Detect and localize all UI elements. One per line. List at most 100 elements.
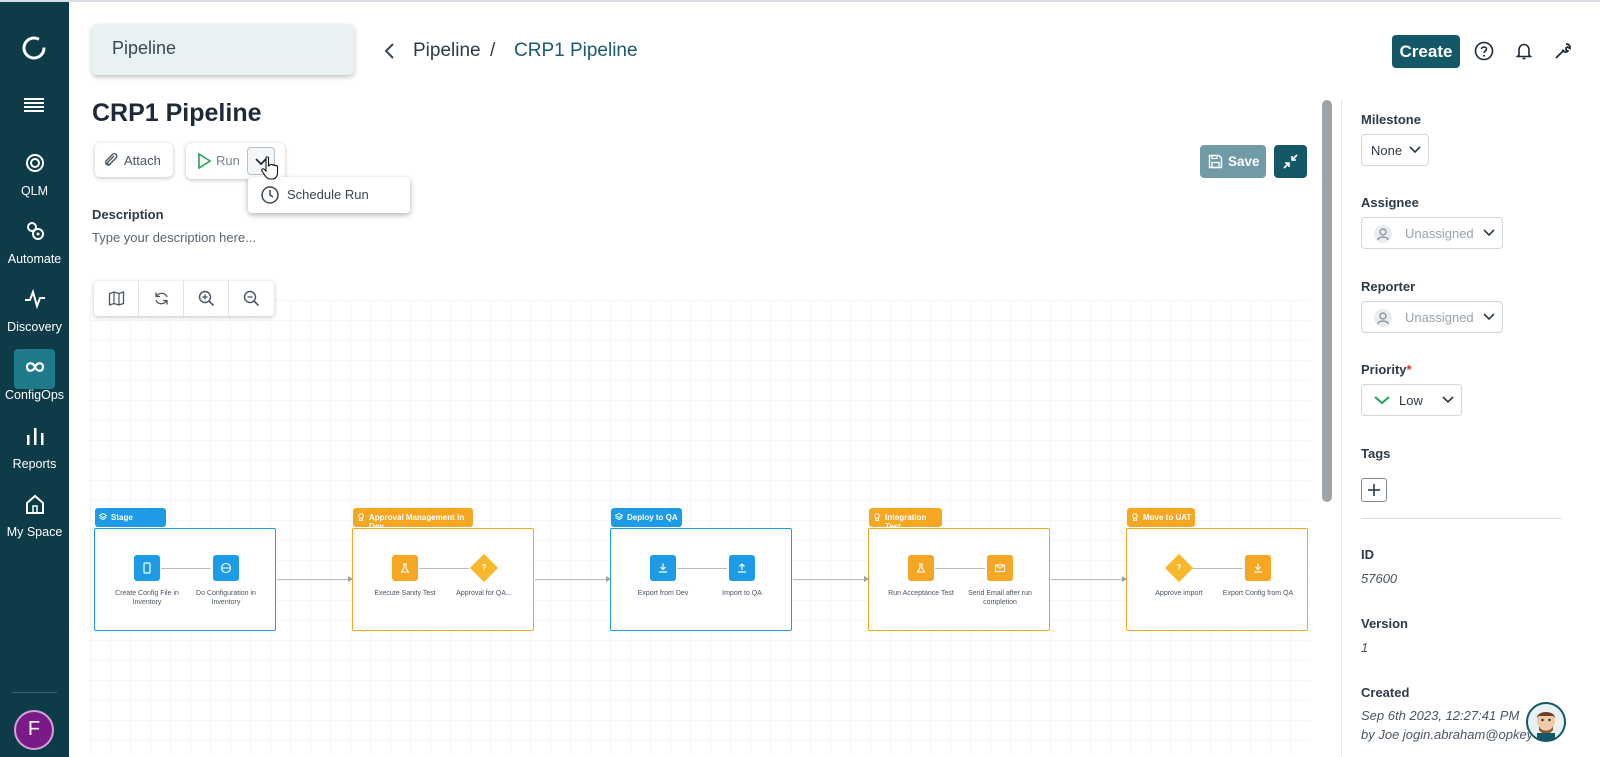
assistant-bot-avatar[interactable]: [1526, 702, 1566, 742]
task-node[interactable]: [213, 555, 239, 581]
save-button[interactable]: Save: [1200, 145, 1266, 178]
breadcrumb-pipeline-link[interactable]: Pipeline: [413, 40, 481, 61]
layers-icon: [99, 513, 107, 521]
milestone-select[interactable]: None: [1361, 134, 1429, 166]
node-connector: [419, 568, 469, 569]
sidebar-item-reports[interactable]: Reports: [0, 425, 69, 489]
stage-tag[interactable]: Move to UAT: [1127, 508, 1195, 527]
map-icon: [108, 291, 125, 306]
person-icon: [1374, 309, 1392, 327]
task-node[interactable]: [1245, 555, 1271, 581]
test-tube-icon: [916, 563, 926, 573]
priority-label: Priority*: [1361, 362, 1412, 377]
minimap-button[interactable]: [94, 281, 139, 316]
back-chevron-icon[interactable]: [383, 41, 397, 61]
plus-icon: [1368, 484, 1380, 496]
award-icon: [358, 513, 364, 521]
minimize-arrows-icon: [1283, 154, 1298, 169]
zoom-out-icon: [243, 290, 260, 307]
sidebar-item-configops[interactable]: ConfigOps: [0, 349, 69, 420]
node-label: Approval for QA...: [456, 590, 512, 597]
canvas-toolbar: [94, 281, 274, 316]
priority-select[interactable]: Low: [1361, 384, 1462, 416]
test-tube-icon: [400, 563, 410, 573]
sidebar-item-automate[interactable]: Automate: [0, 220, 69, 284]
phone-icon: [143, 562, 151, 574]
milestone-value: None: [1371, 143, 1403, 158]
wrench-icon[interactable]: [1553, 41, 1573, 61]
task-node[interactable]: [392, 555, 418, 581]
description-input[interactable]: Type your description here...: [92, 230, 257, 245]
add-tag-button[interactable]: [1361, 478, 1387, 502]
node-label: Export Config from QA: [1222, 590, 1294, 597]
create-button[interactable]: Create: [1392, 35, 1460, 68]
mail-icon: [994, 564, 1006, 573]
sidebar-item-my-space[interactable]: My Space: [0, 493, 69, 557]
reporter-select[interactable]: Unassigned: [1361, 301, 1503, 333]
stage-card[interactable]: Run Acceptance Test Send Email after run…: [868, 528, 1050, 631]
sidebar-item-label: My Space: [6, 525, 63, 539]
bar-chart-icon: [27, 428, 44, 445]
attach-button[interactable]: Attach: [95, 143, 173, 177]
refresh-icon: [155, 292, 168, 305]
task-node[interactable]: [908, 555, 934, 581]
pipeline-canvas[interactable]: [90, 300, 1310, 755]
reporter-label: Reporter: [1361, 279, 1416, 294]
zoom-out-button[interactable]: [229, 281, 274, 316]
download-icon: [1254, 563, 1262, 573]
sidebar-divider: [12, 692, 57, 693]
question-icon: ?: [1176, 563, 1182, 572]
user-avatar[interactable]: F: [14, 710, 54, 750]
id-value: 57600: [1361, 571, 1398, 586]
created-date: Sep 6th 2023, 12:27:41 PM: [1361, 708, 1520, 723]
connector-arrow: [348, 576, 353, 582]
collapse-panel-button[interactable]: [1274, 145, 1307, 178]
sidebar-item-qlm[interactable]: QLM: [0, 152, 69, 216]
stage-card[interactable]: Create Config File in Inventory Do Confi…: [94, 528, 276, 631]
stage-tag[interactable]: Approval Management in Dev: [353, 508, 473, 531]
person-icon: [1374, 225, 1392, 243]
stage-name: Stage: [111, 513, 133, 522]
help-icon[interactable]: [1474, 41, 1494, 61]
canvas-scrollbar[interactable]: [1322, 100, 1332, 502]
task-node[interactable]: [134, 555, 160, 581]
node-label: Approve import: [1155, 590, 1203, 597]
stage-tag[interactable]: Deploy to QA: [611, 508, 682, 527]
stage-name: Deploy to QA: [627, 513, 678, 522]
opkey-logo-icon[interactable]: [20, 34, 48, 62]
bell-icon[interactable]: [1514, 41, 1534, 61]
zoom-in-icon: [198, 290, 215, 307]
assignee-select[interactable]: Unassigned: [1361, 217, 1503, 249]
node-label: Run Acceptance Test: [888, 590, 954, 597]
stage-card[interactable]: Export from Dev Import to QA: [610, 528, 792, 631]
connector-arrow: [864, 576, 869, 582]
node-label: Export from Dev: [637, 590, 689, 597]
pipeline-search-field[interactable]: Pipeline: [92, 24, 354, 75]
upload-icon: [738, 563, 746, 573]
connector-arrow: [1122, 576, 1127, 582]
task-node[interactable]: [729, 555, 755, 581]
zoom-in-button[interactable]: [184, 281, 229, 316]
node-label: Send Email after run completion: [968, 590, 1032, 606]
chevron-down-icon: [1483, 313, 1495, 321]
question-icon: ?: [481, 563, 487, 572]
run-options-dropdown-toggle[interactable]: [247, 147, 275, 175]
sidebar-item-discovery[interactable]: Discovery: [0, 288, 69, 352]
run-options-menu: Schedule Run: [248, 177, 410, 213]
refresh-layout-button[interactable]: [139, 281, 184, 316]
low-priority-chevron-icon: [1374, 396, 1390, 405]
version-value: 1: [1361, 640, 1369, 655]
home-icon: [26, 494, 44, 514]
menu-icon[interactable]: [24, 97, 44, 113]
target-icon: [26, 154, 44, 172]
stage-tag[interactable]: Integration Test: [869, 508, 942, 531]
schedule-run-menu-item[interactable]: Schedule Run: [287, 187, 369, 202]
stage-card[interactable]: ? Execute Sanity Test Approval for QA...: [352, 528, 534, 631]
stage-tag[interactable]: Stage: [95, 508, 166, 527]
task-node[interactable]: [650, 555, 676, 581]
chevron-down-icon: [1483, 229, 1495, 237]
stage-name: Approval Management in Dev: [369, 513, 465, 531]
task-node[interactable]: [987, 555, 1013, 581]
stage-card[interactable]: ? Approve import Export Config from QA: [1126, 528, 1308, 631]
